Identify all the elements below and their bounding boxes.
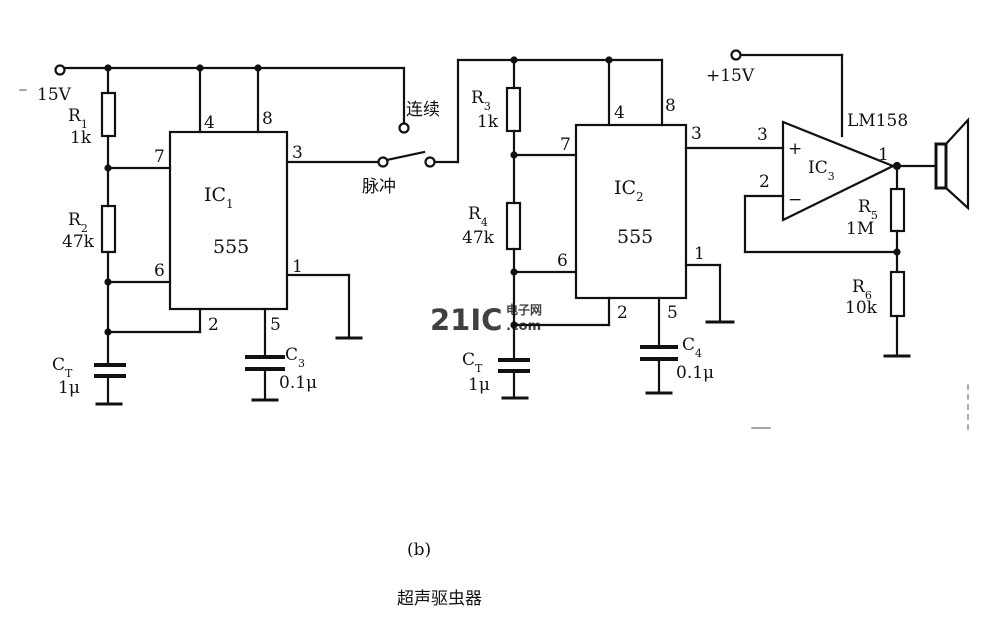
r1-value: 1k bbox=[70, 128, 92, 148]
c4-value: 0.1μ bbox=[676, 363, 714, 383]
ic1-pin5: 5 bbox=[270, 315, 281, 335]
ic1-pin7: 7 bbox=[154, 147, 165, 167]
ic2-pin5: 5 bbox=[667, 303, 678, 323]
r3-label: R3 bbox=[471, 88, 491, 113]
ic1-pin1: 1 bbox=[292, 257, 303, 277]
ic2-pin8: 8 bbox=[665, 96, 676, 116]
ic2-label: IC2 bbox=[614, 177, 644, 204]
ic1-555-chip bbox=[168, 130, 289, 311]
r5-value: 1M bbox=[846, 219, 874, 239]
r5-label: R5 bbox=[858, 197, 878, 222]
capacitor-c3 bbox=[245, 355, 285, 371]
figure-title: 超声驱虫器 bbox=[397, 589, 482, 609]
supply-left-label: 15V bbox=[37, 85, 72, 105]
ic2-type: 555 bbox=[617, 226, 653, 248]
ic1-pin6: 6 bbox=[154, 261, 165, 281]
switch-blade bbox=[385, 150, 426, 162]
ic3-pin2: 2 bbox=[759, 172, 770, 192]
r2-label: R2 bbox=[68, 210, 88, 235]
ic3-pin1: 1 bbox=[878, 145, 889, 165]
ic2-555-chip bbox=[574, 123, 688, 300]
c3-label: C3 bbox=[285, 345, 305, 370]
supply-right-label: +15V bbox=[706, 66, 755, 86]
resistor-r2 bbox=[100, 204, 117, 254]
scan-marks bbox=[19, 89, 969, 431]
stage-2 bbox=[456, 56, 785, 400]
ct2-value: 1μ bbox=[468, 375, 490, 395]
ic3-opamp bbox=[781, 120, 896, 222]
watermark-logo: 21IC 电子网 .com bbox=[430, 302, 542, 337]
figure-label: (b) bbox=[407, 540, 431, 560]
r4-label: R4 bbox=[468, 204, 488, 229]
resistor-r1 bbox=[100, 91, 117, 138]
ic2-pin2: 2 bbox=[617, 303, 628, 323]
ic1-label: IC1 bbox=[204, 184, 234, 211]
capacitor-ct1 bbox=[94, 363, 126, 378]
watermark-brand: 21IC bbox=[430, 303, 502, 337]
ct1-label: CT bbox=[52, 355, 73, 380]
r3-value: 1k bbox=[477, 112, 499, 132]
speaker-icon bbox=[934, 117, 970, 211]
supply-terminal-left bbox=[54, 64, 66, 76]
switch-continuous-label: 连续 bbox=[406, 100, 440, 120]
ct2-label: CT bbox=[462, 350, 483, 375]
switch-contact-pulse bbox=[424, 156, 436, 168]
ic1-pin8: 8 bbox=[262, 109, 273, 129]
resistor-r6 bbox=[889, 270, 906, 318]
ic1-type: 555 bbox=[213, 236, 249, 258]
c4-label: C4 bbox=[682, 335, 702, 360]
ic2-pin7: 7 bbox=[560, 135, 571, 155]
switch-common bbox=[377, 156, 389, 168]
ic3-pin3: 3 bbox=[757, 125, 768, 145]
r1-label: R1 bbox=[68, 106, 88, 131]
ic3-plus: + bbox=[788, 139, 802, 159]
r2-value: 47k bbox=[62, 232, 95, 252]
switch-pulse-label: 脉冲 bbox=[362, 177, 396, 197]
resistor-r4 bbox=[505, 201, 522, 251]
ic2-pin3: 3 bbox=[691, 124, 702, 144]
supply-terminal-right bbox=[730, 49, 742, 61]
r6-value: 10k bbox=[845, 298, 878, 318]
ct1-value: 1μ bbox=[58, 378, 80, 398]
ic1-pin2: 2 bbox=[208, 315, 219, 335]
stage-3 bbox=[730, 49, 970, 358]
ic3-minus: − bbox=[788, 190, 802, 210]
stage-1 bbox=[54, 64, 406, 406]
resistor-r3 bbox=[505, 86, 522, 133]
r6-label: R6 bbox=[852, 277, 872, 302]
watermark-cn: 电子网 bbox=[506, 302, 542, 317]
ic1-pin4: 4 bbox=[204, 113, 215, 133]
switch-contact-continuous bbox=[398, 122, 410, 134]
resistor-r5 bbox=[889, 187, 906, 233]
watermark-domain: .com bbox=[506, 319, 541, 334]
labels: 15V +15V R1 1k R2 47k CT 1μ 4 8 7 3 6 1 … bbox=[37, 66, 908, 609]
ic1-pin3: 3 bbox=[292, 143, 303, 163]
r4-value: 47k bbox=[462, 228, 495, 248]
ic3-label: IC3 bbox=[808, 158, 835, 183]
capacitor-ct2 bbox=[498, 358, 530, 373]
ic2-pin1: 1 bbox=[694, 244, 705, 264]
mode-switch[interactable] bbox=[377, 58, 460, 168]
ic2-pin6: 6 bbox=[557, 251, 568, 271]
ic3-part: LM158 bbox=[847, 111, 908, 131]
ic2-pin4: 4 bbox=[614, 103, 625, 123]
capacitor-c4 bbox=[640, 345, 678, 361]
c3-value: 0.1μ bbox=[279, 373, 317, 393]
